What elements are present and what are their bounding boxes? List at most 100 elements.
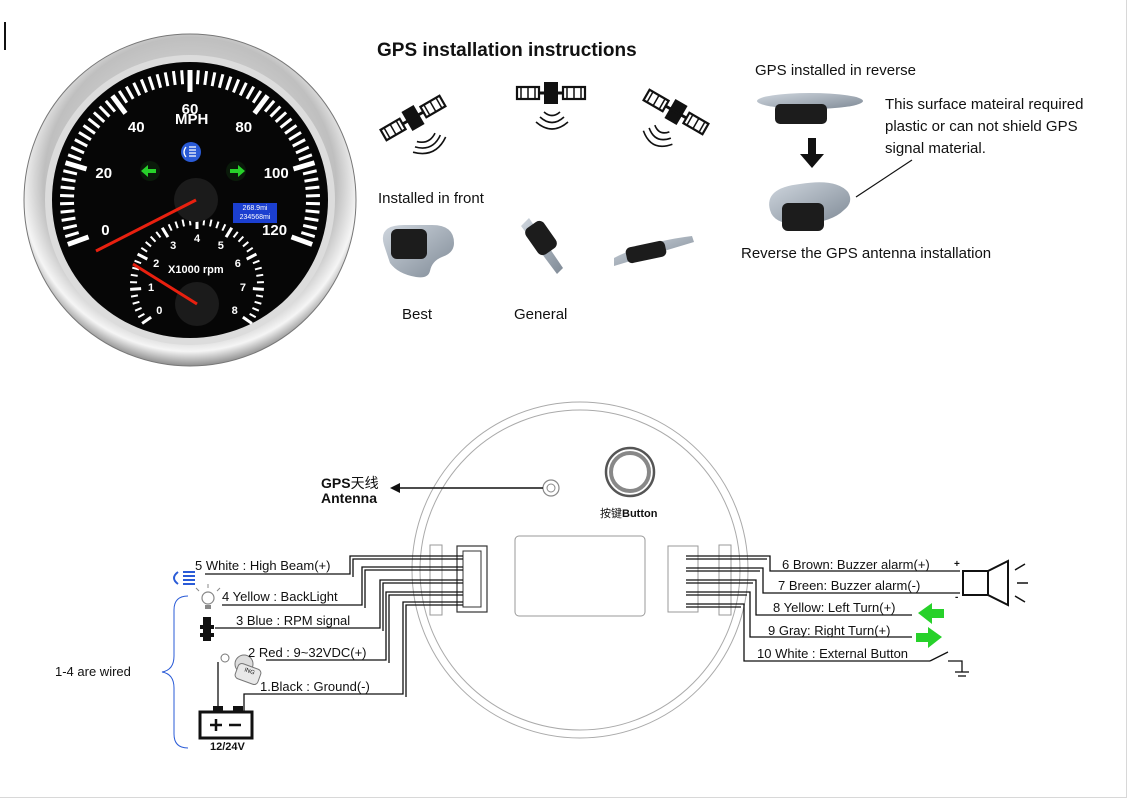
- odometer-display: 268.9mi 234568mi: [233, 203, 277, 223]
- rpm-minor-tick: [252, 307, 260, 312]
- wire-label-2: 2 Red : 9~32VDC(+): [248, 645, 367, 660]
- wire-label-5: 5 White : High Beam(+): [195, 558, 331, 573]
- surface-note-line-2: plastic or can not shield GPS: [885, 118, 1078, 135]
- speed-minor-tick: [67, 153, 82, 162]
- speed-minor-tick: [298, 153, 313, 162]
- rpm-minor-tick: [256, 273, 264, 277]
- speed-minor-tick: [62, 223, 78, 230]
- rpm-minor-tick: [130, 273, 138, 277]
- rpm-minor-tick: [134, 307, 142, 312]
- rpm-minor-tick: [252, 259, 260, 265]
- speed-minor-tick: [132, 82, 142, 97]
- speed-minor-tick: [155, 73, 163, 89]
- rpm-needle-hub: [175, 282, 219, 326]
- speed-minor-tick: [274, 111, 288, 123]
- wired-note: 1-4 are wired: [55, 664, 131, 679]
- speed-minor-tick: [305, 185, 320, 191]
- speed-unit-label: MPH: [175, 111, 209, 128]
- speed-minor-tick: [87, 117, 101, 129]
- speed-tick-label: 40: [127, 118, 145, 136]
- total-odometer: 234568mi: [239, 214, 271, 221]
- speed-minor-tick: [203, 70, 209, 86]
- wire-label-3: 3 Blue : RPM signal: [236, 613, 351, 628]
- surface-note-line-1: This surface mateiral required: [885, 96, 1084, 113]
- rpm-minor-tick: [237, 235, 245, 243]
- speed-major-tick: [110, 94, 128, 115]
- speed-minor-tick: [171, 70, 177, 86]
- speed-minor-tick: [302, 169, 318, 176]
- speed-tick-label: 100: [263, 165, 289, 183]
- rpm-minor-tick: [242, 241, 249, 248]
- rpm-major-tick: [224, 226, 234, 238]
- rpm-minor-tick: [130, 294, 139, 298]
- speed-minor-tick: [92, 111, 106, 123]
- antenna-cn-text: 天线: [350, 475, 379, 491]
- minus-sign: -: [955, 592, 959, 603]
- installed-reverse-label: GPS installed in reverse: [755, 62, 916, 79]
- rpm-tick-label: 0: [156, 305, 163, 318]
- speed-major-tick: [66, 234, 90, 247]
- speed-minor-tick: [304, 177, 319, 183]
- rpm-unit-label: X1000 rpm: [168, 264, 224, 276]
- speed-minor-tick: [279, 117, 293, 129]
- speed-minor-tick: [210, 72, 217, 87]
- rpm-major-tick: [245, 252, 258, 261]
- rpm-minor-tick: [137, 312, 145, 319]
- speed-minor-tick: [104, 99, 117, 113]
- speed-tick-marks: [60, 70, 320, 247]
- speed-major-tick: [290, 234, 314, 247]
- speed-needle-hub: [174, 178, 218, 222]
- speedometer-gauge: [23, 33, 357, 367]
- wire-label-1: 1.Black : Ground(-): [260, 679, 370, 694]
- speed-minor-tick: [269, 105, 282, 118]
- wire-label-4: 4 Yellow : BackLight: [222, 589, 338, 604]
- speed-minor-tick: [217, 73, 225, 89]
- rpm-tick-label: 7: [239, 282, 246, 294]
- general-label: General: [514, 306, 568, 323]
- rpm-tick-label: 1: [148, 282, 155, 294]
- speed-minor-tick: [62, 169, 78, 176]
- speed-major-tick: [252, 94, 270, 115]
- speed-minor-tick: [302, 223, 318, 230]
- rpm-minor-tick: [254, 266, 262, 271]
- trip-odometer: 268.9mi: [242, 205, 268, 212]
- wire-label-7: 7 Breen: Buzzer alarm(-): [778, 578, 921, 593]
- rpm-tick-label: 6: [234, 257, 241, 270]
- speed-minor-tick: [147, 76, 155, 91]
- speed-minor-tick: [125, 85, 135, 100]
- speed-minor-tick: [304, 216, 319, 222]
- speed-minor-tick: [61, 216, 76, 222]
- gps-title: GPS installation instructions: [377, 40, 637, 61]
- speed-minor-tick: [238, 82, 248, 97]
- speed-minor-tick: [70, 145, 85, 155]
- rpm-minor-tick: [215, 221, 220, 229]
- reverse-caption: Reverse the GPS antenna installation: [741, 245, 992, 262]
- speed-minor-tick: [82, 124, 96, 135]
- button-en-text: Button: [622, 508, 658, 520]
- rpm-minor-tick: [209, 219, 213, 227]
- button-label: 按键Button: [600, 505, 657, 521]
- rpm-minor-tick: [221, 223, 227, 232]
- rpm-major-tick: [130, 287, 142, 291]
- speed-minor-tick: [284, 124, 298, 135]
- rpm-major-tick: [242, 315, 253, 325]
- rpm-minor-tick: [255, 294, 264, 298]
- speed-minor-tick: [245, 85, 255, 100]
- rpm-minor-tick: [232, 231, 239, 239]
- speed-minor-tick: [163, 72, 170, 87]
- wire-label-8: 8 Yellow: Left Turn(+): [773, 600, 896, 615]
- text-cursor: [4, 22, 6, 50]
- speed-tick-label: 0: [101, 221, 110, 239]
- speed-minor-tick: [139, 78, 148, 94]
- speed-minor-tick: [60, 185, 75, 191]
- antenna-en-label: Antenna: [321, 490, 377, 506]
- rpm-major-tick: [141, 315, 152, 325]
- surface-note-line-3: signal material.: [885, 140, 986, 157]
- speed-minor-tick: [295, 145, 310, 155]
- antenna-cn-label: GPS天线: [321, 473, 379, 493]
- rpm-major-tick: [252, 287, 264, 291]
- installed-front-label: Installed in front: [378, 190, 484, 207]
- rpm-minor-tick: [254, 300, 262, 305]
- speed-tick-label: 60: [181, 101, 199, 118]
